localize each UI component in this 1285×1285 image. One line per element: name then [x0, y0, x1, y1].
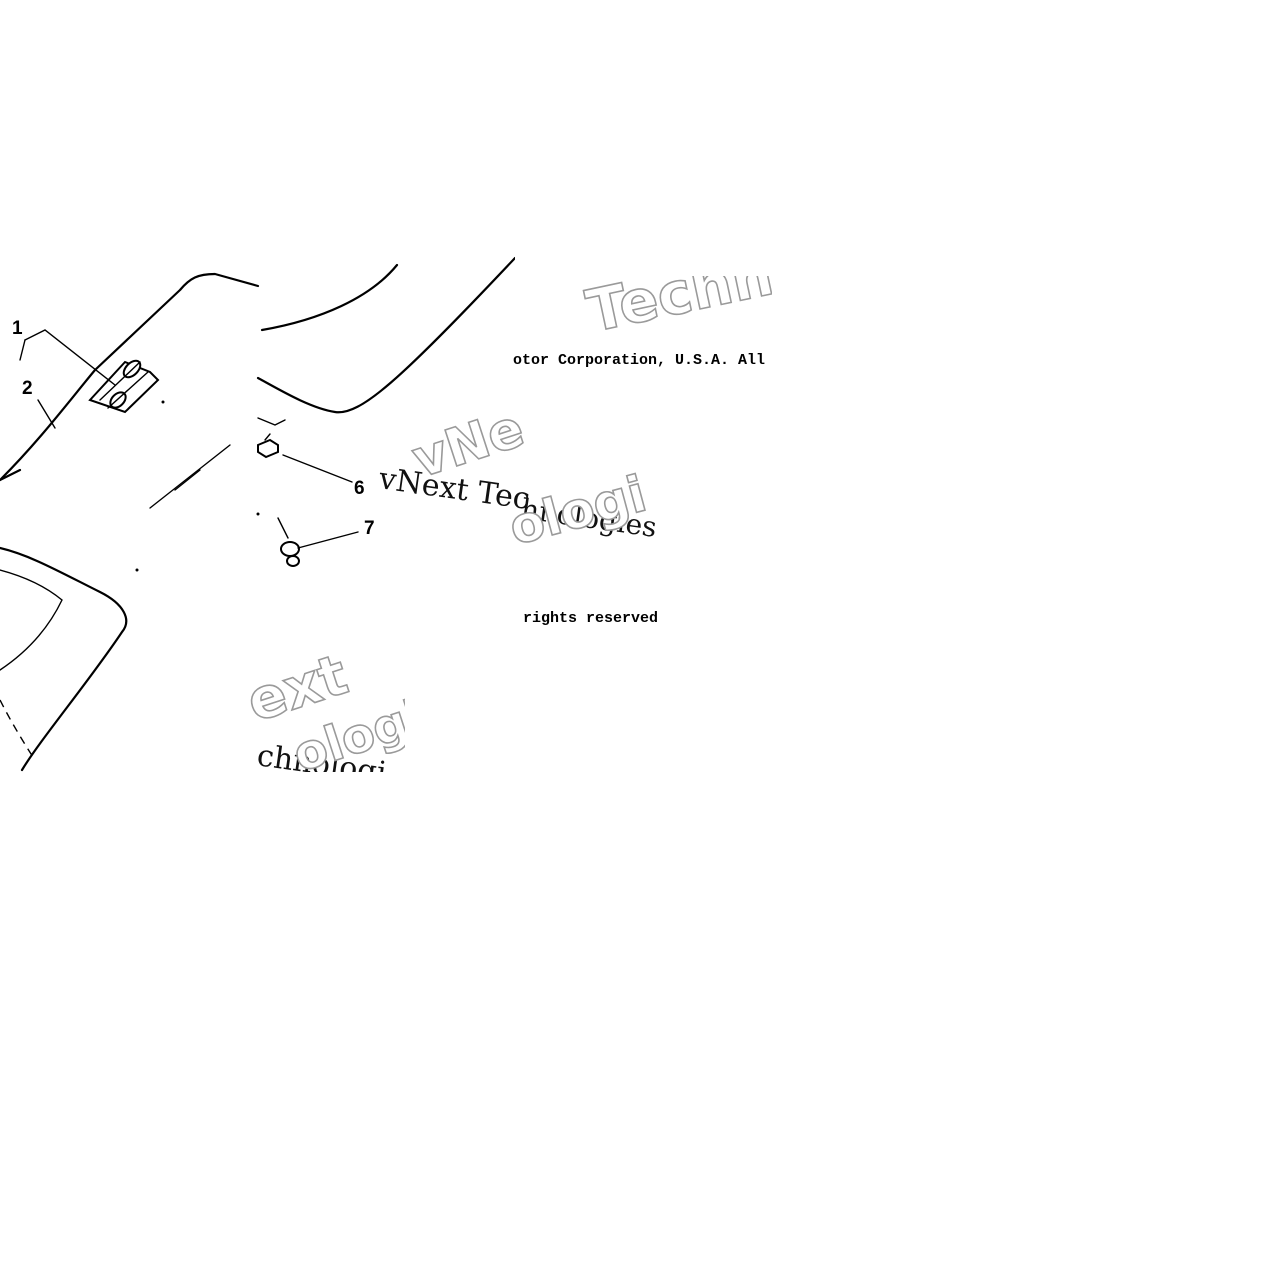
- copyright-line-2: rights reserved: [523, 610, 658, 627]
- screw-part: [256, 512, 300, 567]
- storage-tray: [0, 546, 139, 772]
- callout-6: 6: [354, 478, 365, 499]
- callout-2: 2: [22, 378, 33, 399]
- rear-cover-panel: [256, 256, 517, 414]
- seat-cover-panel: [0, 272, 260, 509]
- copyright-line-1: otor Corporation, U.S.A. All: [513, 352, 765, 369]
- callout-7: 7: [364, 518, 375, 539]
- hinge-part: [88, 359, 165, 414]
- callout-1: 1: [12, 318, 23, 339]
- watermark-ologi: ologi: [503, 465, 652, 557]
- leader-lines: [19, 329, 359, 549]
- clip-part: [257, 417, 286, 459]
